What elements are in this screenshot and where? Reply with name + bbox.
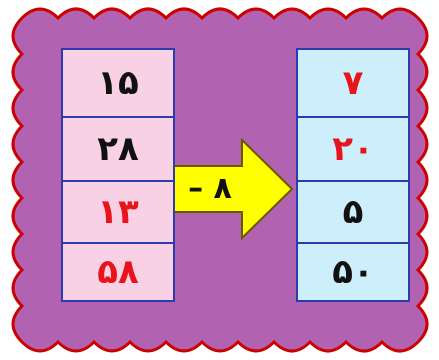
right-cell-4: ۵۰: [298, 242, 408, 300]
left-cell-2: ۲۸: [63, 116, 173, 180]
right-cell-2: ۲۰: [298, 116, 408, 180]
left-cell-2-value: ۲۸: [97, 129, 139, 169]
right-cell-1-value: ۷: [342, 63, 364, 103]
left-cell-4: ۵۸: [63, 242, 173, 300]
left-cell-1-value: ۱۵: [97, 63, 139, 103]
left-cell-3-value: ۱۳: [97, 192, 139, 232]
right-cell-3-value: ۵: [342, 192, 364, 232]
operation-label: – ۸: [188, 171, 232, 206]
left-cell-4-value: ۵۸: [97, 252, 139, 292]
right-cell-4-value: ۵۰: [332, 252, 374, 292]
right-cell-3: ۵: [298, 180, 408, 242]
left-number-column: ۱۵ ۲۸ ۱۳ ۵۸: [61, 48, 175, 302]
left-cell-1: ۱۵: [63, 50, 173, 116]
right-number-column: ۷ ۲۰ ۵ ۵۰: [296, 48, 410, 302]
arrow-shape: [171, 137, 294, 241]
right-cell-1: ۷: [298, 50, 408, 116]
left-cell-3: ۱۳: [63, 180, 173, 242]
right-cell-2-value: ۲۰: [332, 129, 374, 169]
